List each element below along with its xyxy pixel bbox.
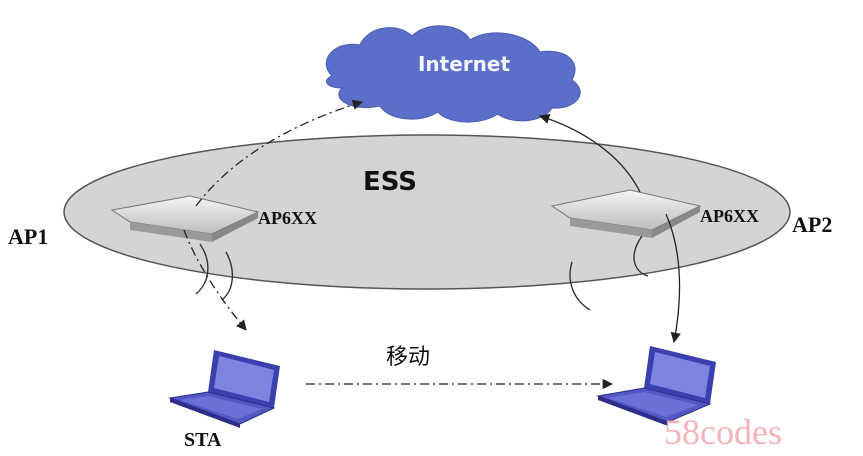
- cloud-icon: Internet: [325, 25, 581, 123]
- ess-ellipse: [63, 134, 791, 290]
- laptop-icon: [596, 346, 716, 426]
- access-point-icon: [550, 189, 702, 238]
- ap2-model-label: AP6XX: [700, 206, 759, 226]
- laptop-icon: [168, 350, 280, 428]
- ap1-label: AP1: [8, 224, 48, 249]
- ap2-signal-arc: [633, 235, 649, 277]
- ap1-model-label: AP6XX: [258, 208, 317, 228]
- access-point-icon: [110, 195, 260, 242]
- move-label: 移动: [386, 345, 430, 370]
- ap1-to-internet-arrow: [195, 99, 363, 207]
- sta-label: STA: [184, 429, 222, 451]
- watermark-label: 58codes: [664, 412, 782, 452]
- ap2-to-laptop-arrow: [665, 213, 681, 344]
- ap2-signal-arc: [569, 261, 591, 311]
- ap2-to-internet-arrow: [539, 113, 641, 193]
- ess-label: ESS: [363, 167, 417, 197]
- ap1-signal-arc: [195, 243, 209, 295]
- ap1-signal-arc: [221, 251, 233, 301]
- ap2-label: AP2: [792, 212, 832, 237]
- internet-label: Internet: [418, 52, 510, 76]
